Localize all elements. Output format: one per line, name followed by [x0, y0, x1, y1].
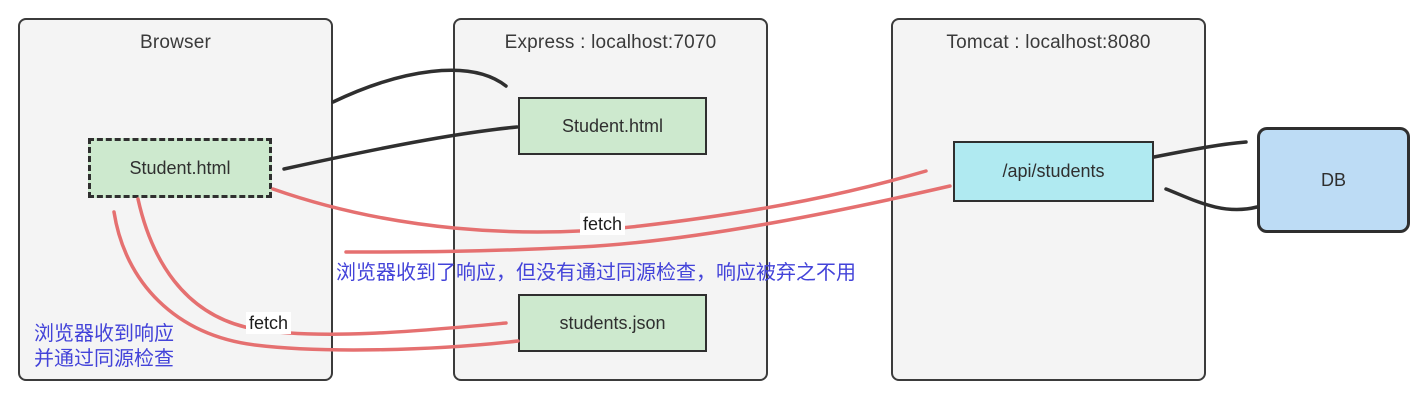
- express-student-html-node: Student.html: [518, 97, 707, 155]
- express-title: Express : localhost:7070: [504, 32, 717, 53]
- fetch-label-top: fetch: [580, 213, 626, 235]
- express-students-json-label: students.json: [559, 312, 666, 333]
- express-students-json-node: students.json: [518, 294, 707, 352]
- express-student-html-label: Student.html: [561, 115, 664, 136]
- passed-response-annotation-line1: 浏览器收到响应: [34, 323, 174, 345]
- tomcat-title: Tomcat : localhost:8080: [946, 32, 1151, 53]
- tomcat-api-students-node: /api/students: [953, 141, 1154, 202]
- passed-response-annotation-line2: 并通过同源检查: [34, 348, 174, 370]
- passed-response-annotation: 浏览器收到响应 并通过同源检查: [34, 322, 174, 372]
- blocked-response-annotation: 浏览器收到了响应，但没有通过同源检查，响应被弃之不用: [336, 262, 856, 284]
- tomcat-api-students-label: /api/students: [1002, 161, 1105, 181]
- db-label: DB: [1320, 169, 1346, 190]
- browser-title: Browser: [139, 32, 212, 53]
- browser-student-html-node: Student.html: [88, 138, 272, 198]
- fetch-label-bottom: fetch: [246, 312, 292, 334]
- db-node: DB: [1257, 127, 1410, 233]
- browser-student-html-label: Student.html: [129, 157, 231, 178]
